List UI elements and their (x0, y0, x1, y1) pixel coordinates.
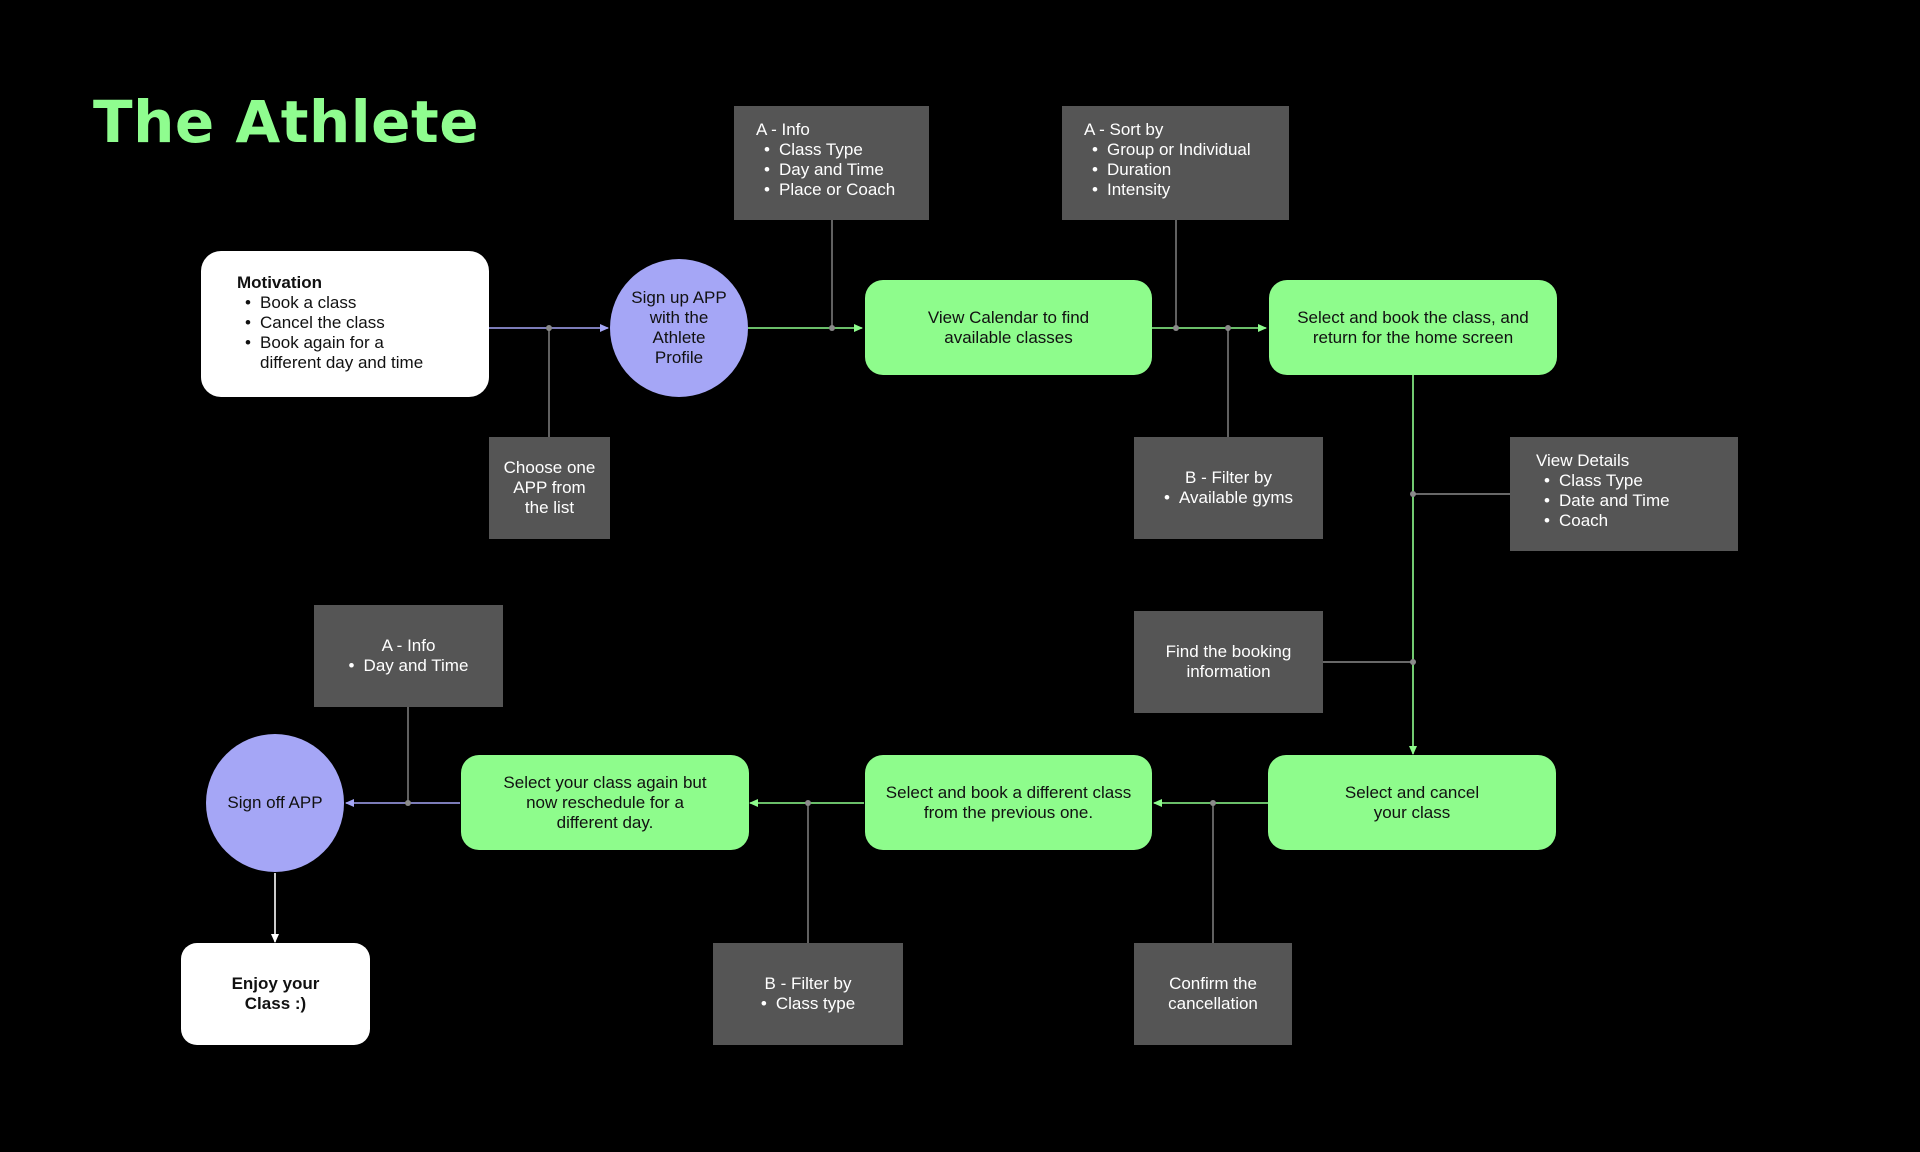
view-details-item: Class Type (1544, 471, 1716, 491)
page-title: The Athlete (93, 88, 480, 156)
filter-gyms-note: B - Filter by Available gyms (1134, 437, 1323, 539)
sort-by-item: Intensity (1092, 180, 1267, 200)
sign-up-app-node: Sign up APP with the Athlete Profile (610, 259, 748, 397)
motivation-item: Cancel the class (245, 313, 453, 333)
filter-gyms-item: Available gyms (1164, 488, 1293, 508)
confirm-cancel-note: Confirm the cancellation (1134, 943, 1292, 1045)
enjoy-class-card: Enjoy your Class :) (181, 943, 370, 1045)
junction-dot (1225, 325, 1231, 331)
info-a-day-time-item: Day and Time (349, 656, 469, 676)
info-a-item: Day and Time (764, 160, 907, 180)
junction-dot (805, 800, 811, 806)
filter-class-type-item: Class type (761, 994, 855, 1014)
junction-dot (405, 800, 411, 806)
motivation-list: Book a class Cancel the class Book again… (237, 293, 453, 373)
motivation-heading: Motivation (237, 273, 322, 292)
sort-by-list: Group or Individual Duration Intensity (1084, 140, 1267, 200)
sort-by-item: Group or Individual (1092, 140, 1267, 160)
select-cancel-node: Select and cancel your class (1268, 755, 1556, 850)
reschedule-node: Select your class again but now reschedu… (461, 755, 749, 850)
junction-dot (1410, 491, 1416, 497)
view-calendar-node: View Calendar to find available classes (865, 280, 1152, 375)
sort-by-item: Duration (1092, 160, 1267, 180)
info-a-heading: A - Info (756, 120, 810, 139)
info-a-item: Place or Coach (764, 180, 907, 200)
filter-class-type-note: B - Filter by Class type (713, 943, 903, 1045)
motivation-item: Book a class (245, 293, 453, 313)
junction-dot (829, 325, 835, 331)
junction-dot (546, 325, 552, 331)
motivation-item: Book again for a different day and time (245, 333, 453, 373)
view-details-list: Class Type Date and Time Coach (1536, 471, 1716, 531)
filter-class-type-heading: B - Filter by (764, 974, 852, 993)
sign-off-app-node: Sign off APP (206, 734, 344, 872)
select-different-node: Select and book a different class from t… (865, 755, 1152, 850)
view-details-note: View Details Class Type Date and Time Co… (1510, 437, 1738, 551)
find-booking-note: Find the booking information (1134, 611, 1323, 713)
filter-gyms-list: Available gyms (1164, 488, 1293, 508)
view-details-heading: View Details (1536, 451, 1630, 470)
junction-dot (1210, 800, 1216, 806)
info-a-day-time-list: Day and Time (349, 656, 469, 676)
junction-dot (1173, 325, 1179, 331)
select-book-node: Select and book the class, and return fo… (1269, 280, 1557, 375)
filter-class-type-list: Class type (761, 994, 855, 1014)
sort-by-note: A - Sort by Group or Individual Duration… (1062, 106, 1289, 220)
junction-dot (1410, 659, 1416, 665)
view-details-item: Coach (1544, 511, 1716, 531)
info-a-day-time-note: A - Info Day and Time (314, 605, 503, 707)
motivation-card: Motivation Book a class Cancel the class… (201, 251, 489, 397)
choose-app-note: Choose one APP from the list (489, 437, 610, 539)
view-details-item: Date and Time (1544, 491, 1716, 511)
info-a-day-time-heading: A - Info (381, 636, 436, 655)
sort-by-heading: A - Sort by (1084, 120, 1164, 139)
info-a-note: A - Info Class Type Day and Time Place o… (734, 106, 929, 220)
info-a-list: Class Type Day and Time Place or Coach (756, 140, 907, 200)
filter-gyms-heading: B - Filter by (1185, 468, 1272, 487)
info-a-item: Class Type (764, 140, 907, 160)
